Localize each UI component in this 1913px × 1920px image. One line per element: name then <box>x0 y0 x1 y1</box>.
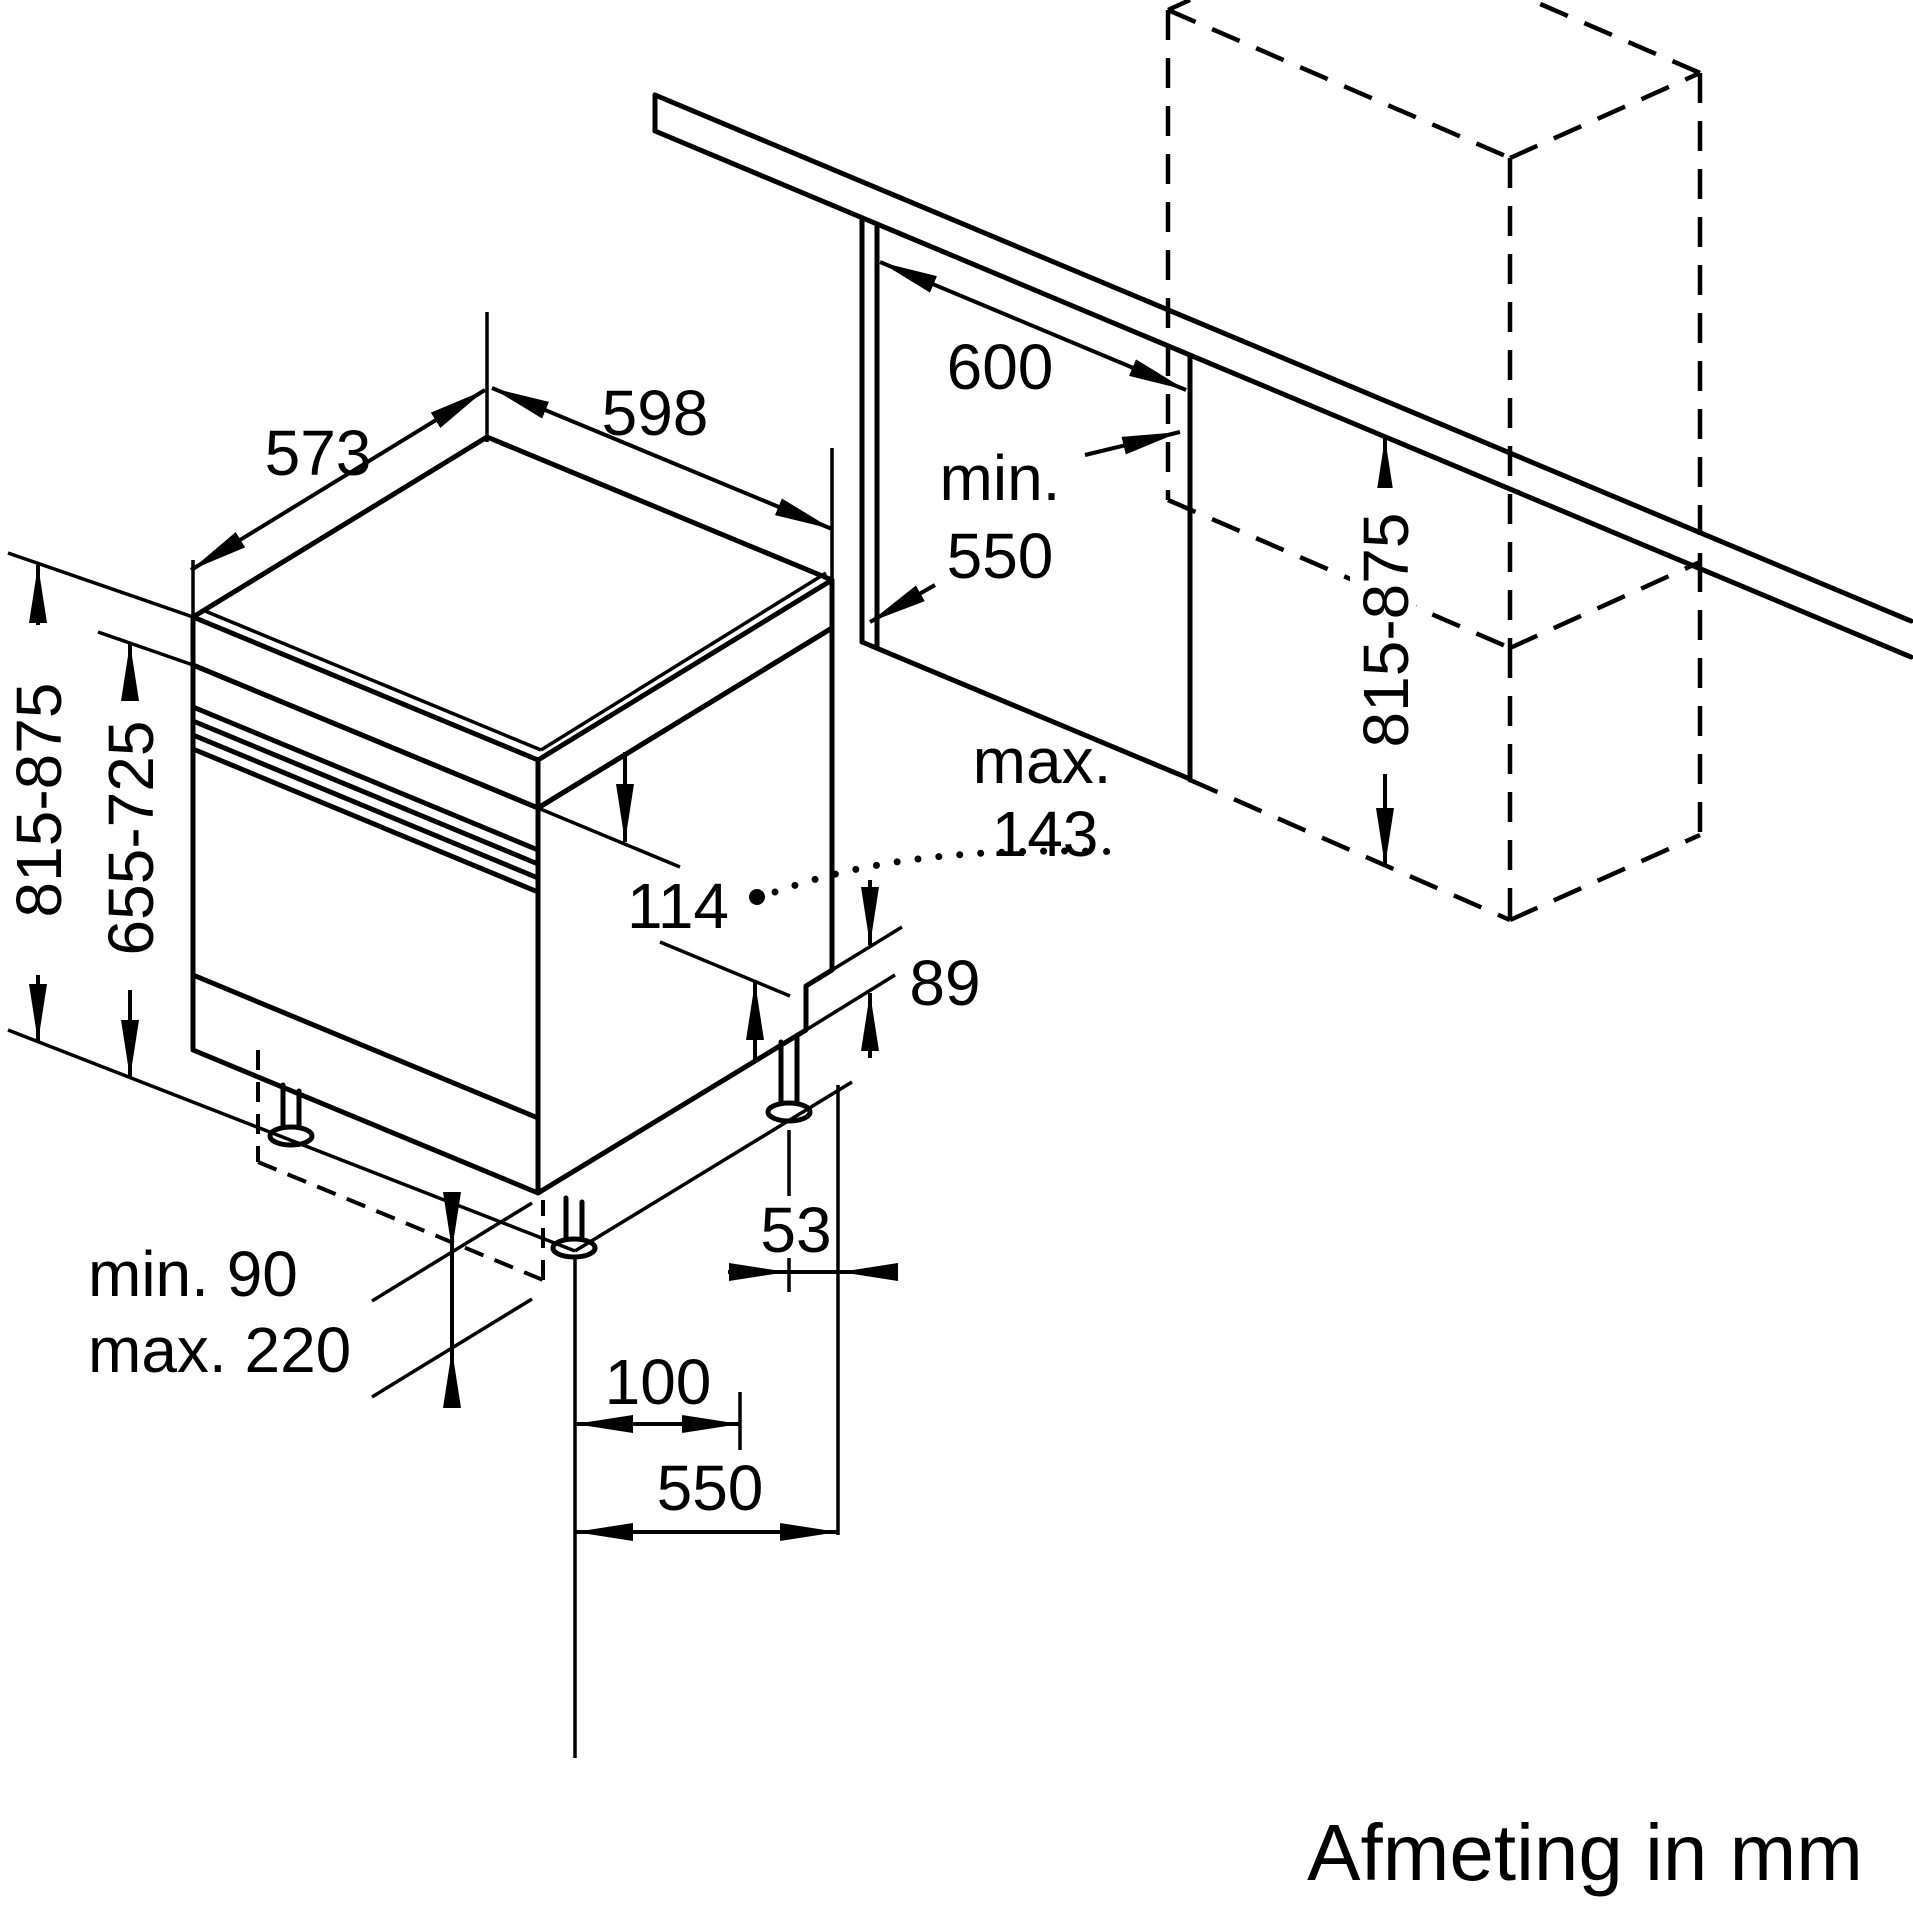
dim-niche-height: 815-875 <box>1350 438 1422 866</box>
worktop <box>652 92 1913 660</box>
drawing-line <box>831 925 903 972</box>
drawing-line <box>190 704 541 853</box>
drawing-line <box>540 571 827 752</box>
drawing-line <box>190 718 541 867</box>
drawing-line <box>535 625 835 811</box>
dim-door-top-height: 655-725 <box>95 630 197 1078</box>
dim-worktop-depth: 600 <box>879 260 1187 403</box>
drawing-line <box>1167 0 1191 13</box>
drawing-line <box>1167 7 1511 161</box>
drawing-line <box>190 972 541 1121</box>
dim-max-value: 143 <box>992 798 1099 870</box>
dim-rear-offset: 53 <box>728 1130 898 1292</box>
drawing-line <box>204 609 542 752</box>
dim-rear-offset-label: 53 <box>760 1194 831 1266</box>
dim-plinth-max-label: max. 220 <box>88 1314 351 1386</box>
dim-plinth-min-label: min. 90 <box>88 1238 298 1310</box>
drawing-line <box>879 260 1187 392</box>
drawing-line <box>805 973 896 1032</box>
dim-niche-min-value: 550 <box>947 520 1054 592</box>
drawing-line <box>189 388 487 572</box>
drawing-line <box>652 128 1913 660</box>
drawing-line <box>7 1028 576 1253</box>
drawing-line <box>652 92 1913 624</box>
caption: Afmeting in mm <box>1307 1808 1863 1897</box>
dim-niche-height-label: 815-875 <box>1350 513 1422 748</box>
drawing-line <box>190 662 541 811</box>
drawing-line <box>537 806 681 869</box>
dim-worktop-depth-label: 600 <box>947 331 1054 403</box>
hidden-plinth-lines <box>256 1050 545 1282</box>
dim-panel-height: 114 <box>537 752 791 1062</box>
dim-top-depth-label: 573 <box>265 417 372 489</box>
dim-appliance-height-label: 815-875 <box>3 683 75 918</box>
drawing-line <box>267 1124 315 1148</box>
niche-dashed-outline <box>1165 0 1703 923</box>
dim-top-depth: 573 <box>189 312 489 622</box>
dim-max-143: max. 143 <box>749 725 1129 905</box>
drawing-line <box>190 746 541 895</box>
dim-niche-min-word: min. <box>940 442 1061 514</box>
dishwasher-body <box>190 434 835 1196</box>
dim-rear-notch-label: 89 <box>909 947 980 1019</box>
dim-appliance-height: 815-875 <box>3 551 197 1042</box>
floor-lines <box>7 1028 853 1253</box>
dim-base-depth: 550 <box>573 1085 840 1758</box>
drawing-line <box>859 639 1193 782</box>
drawing-line <box>1509 832 1701 923</box>
drawing-line <box>97 630 197 668</box>
dim-top-width-label: 598 <box>602 377 709 449</box>
drawing-line <box>869 583 936 624</box>
dishwasher-feet <box>267 1035 813 1260</box>
dim-plinth-depth-label: 100 <box>605 1346 712 1418</box>
drawing-line <box>771 847 1129 896</box>
reference-dot <box>749 889 765 905</box>
dim-plinth-depth: 100 <box>575 1346 742 1450</box>
cabinet-side-panel <box>859 215 1193 783</box>
dim-plinth-adjust: min. 90 max. 220 <box>88 1192 533 1408</box>
drawing-line <box>1509 559 1701 651</box>
drawing-line <box>190 732 541 881</box>
drawing-line <box>1084 430 1181 457</box>
drawing-line <box>7 551 197 620</box>
label-backing <box>1350 488 1416 774</box>
dim-max-word: max. <box>973 725 1112 797</box>
drawing-line <box>257 1160 544 1282</box>
dim-door-top-height-label: 655-725 <box>95 721 167 956</box>
dim-rear-notch-height: 89 <box>805 880 981 1058</box>
drawing-line <box>1509 70 1701 161</box>
dim-niche-depth-min: min. 550 <box>869 430 1181 624</box>
drawing-line <box>491 386 833 531</box>
drawing-line <box>1530 0 1701 76</box>
drawing-line <box>1167 497 1511 651</box>
dim-panel-height-label: 114 <box>627 870 729 942</box>
drawing-line <box>659 940 791 998</box>
dim-top-width: 598 <box>491 377 834 586</box>
drawing-line <box>1189 777 1511 923</box>
dim-base-depth-label: 550 <box>657 1452 764 1524</box>
drawing-line <box>574 1080 853 1253</box>
